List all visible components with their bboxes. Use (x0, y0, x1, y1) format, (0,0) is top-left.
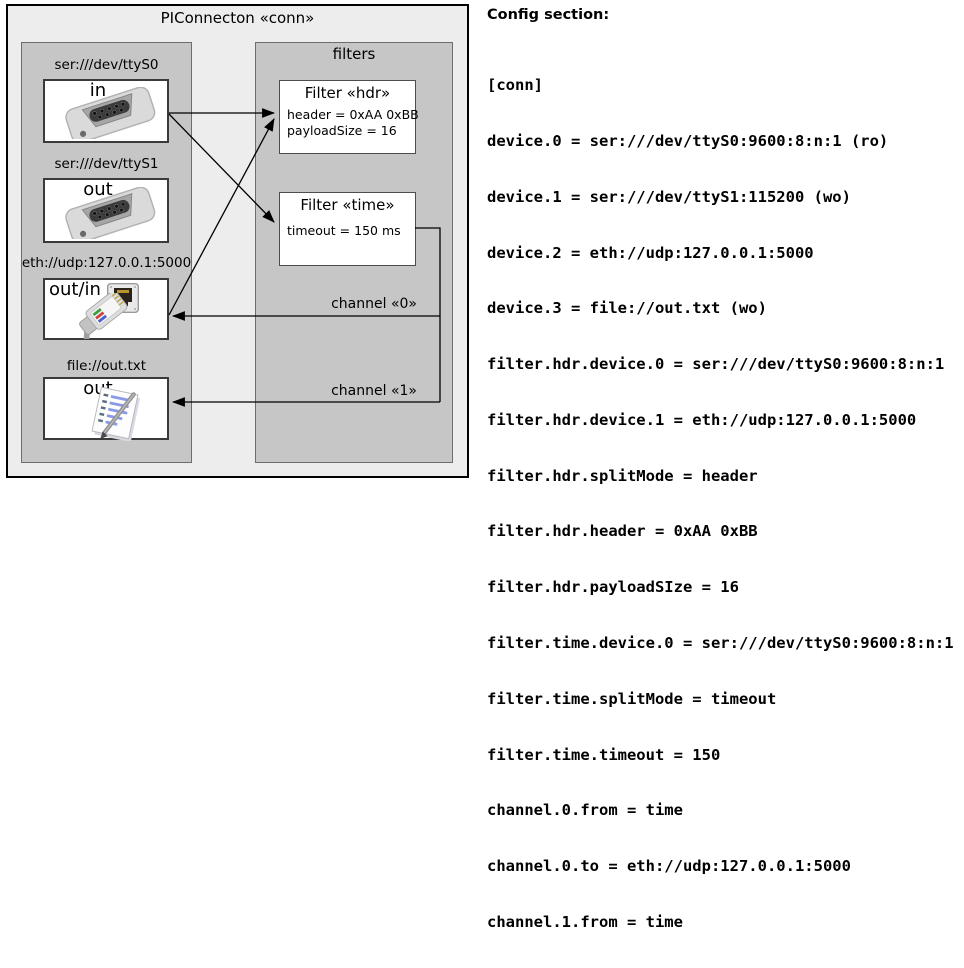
config-listing: [conn] device.0 = ser:///dev/ttyS0:9600:… (487, 39, 954, 968)
config-heading: Config section: (487, 7, 610, 23)
config-line: device.2 = eth://udp:127.0.0.1:5000 (487, 243, 814, 262)
device-box-ttys1: out (43, 178, 169, 243)
config-line: [conn] (487, 76, 543, 95)
config-line: filter.time.device.0 = ser:///dev/ttyS0:… (487, 634, 954, 652)
diagram-title: PIConnecton «conn» (160, 9, 315, 27)
config-line: filter.hdr.device.0 = ser:///dev/ttyS0:9… (487, 355, 945, 374)
config-line: channel.0.from = time (487, 801, 683, 820)
config-line: filter.hdr.header = 0xAA 0xBB (487, 522, 758, 541)
config-line: device.3 = file://out.txt (wo) (487, 299, 767, 318)
channel-1-label: channel «1» (331, 383, 417, 399)
config-line: filter.hdr.splitMode = header (487, 466, 758, 485)
config-line: channel.1.from = time (487, 912, 683, 931)
config-line: device.1 = ser:///dev/ttyS1:115200 (wo) (487, 187, 851, 206)
filter-box-hdr: Filter «hdr» header = 0xAA 0xBB payloadS… (279, 80, 419, 154)
channel-0-label: channel «0» (331, 296, 417, 312)
filter-title: Filter «hdr» (304, 84, 391, 102)
device-direction: out/in (49, 279, 101, 300)
device-label-ttys0: ser:///dev/ttyS0 (54, 57, 159, 73)
config-panel: Config section: [conn] device.0 = ser://… (484, 0, 964, 931)
config-line: filter.time.splitMode = timeout (487, 689, 777, 708)
serial-connector-icon (65, 87, 156, 139)
device-box-eth: out/in (43, 278, 169, 340)
config-line: filter.hdr.payloadSIze = 16 (487, 578, 739, 597)
device-label-file: file://out.txt (66, 358, 147, 374)
filter-box-time: Filter «time» timeout = 150 ms (279, 192, 416, 266)
device-box-ttys0: in (43, 79, 169, 143)
filters-panel-title: filters (332, 45, 376, 63)
ethernet-plug-icon (79, 293, 128, 339)
device-label-ttys1: ser:///dev/ttyS1 (54, 156, 159, 172)
device-direction: out (83, 179, 113, 200)
device-box-file: out (43, 377, 169, 441)
filter-attribute: header = 0xAA 0xBB (287, 107, 419, 122)
config-line: filter.time.timeout = 150 (487, 745, 721, 764)
config-line: filter.hdr.device.1 = eth://udp:127.0.0.… (487, 410, 917, 429)
config-line: channel.0.to = eth://udp:127.0.0.1:5000 (487, 857, 851, 876)
device-label-eth: eth://udp:127.0.0.1:5000 (21, 255, 192, 271)
component-diagram: PIConnecton «conn» filters ser:///dev/tt… (0, 0, 480, 484)
filter-attribute: payloadSize = 16 (287, 122, 397, 138)
device-direction: in (89, 80, 107, 101)
notepad-pen-icon (91, 386, 141, 441)
filter-title: Filter «time» (300, 196, 395, 214)
filter-attribute: timeout = 150 ms (287, 223, 401, 238)
config-line: device.0 = ser:///dev/ttyS0:9600:8:n:1 (… (487, 131, 889, 150)
serial-connector-icon (65, 187, 156, 239)
